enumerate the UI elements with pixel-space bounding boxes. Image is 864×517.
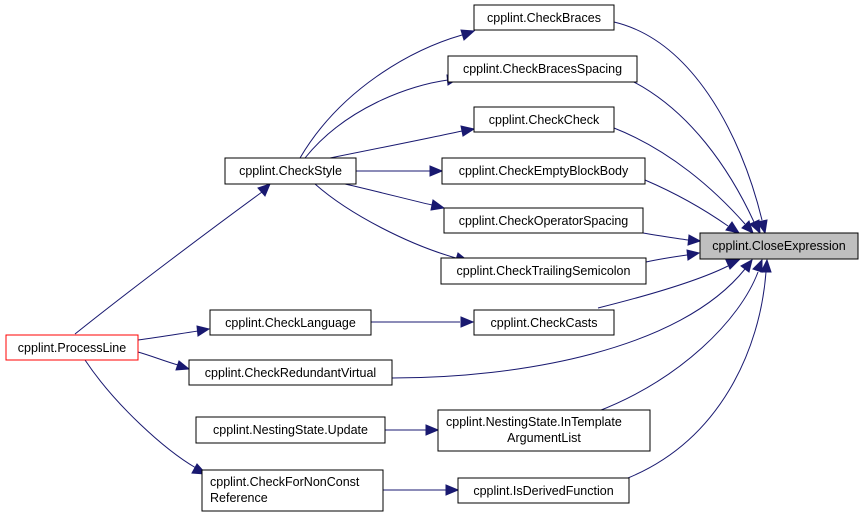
node-label: cpplint.CheckCheck [489,113,600,127]
node-check-style[interactable]: cpplint.CheckStyle [224,157,357,185]
edge-arrow [460,125,476,137]
node-label: cpplint.CloseExpression [712,239,845,253]
node-label: cpplint.CheckBracesSpacing [463,62,622,76]
edge-intemplate-closeexpression [595,271,759,413]
node-label-line1: cpplint.CheckForNonConst [210,475,360,489]
edge-checkstyle-checkcheck [329,130,463,159]
node-label: cpplint.CheckBraces [487,11,601,25]
edge-checkstyle-checkbraces [299,34,463,159]
node-label-line2: Reference [210,491,268,505]
node-check-trailing-semicolon[interactable]: cpplint.CheckTrailingSemicolon [440,257,647,285]
node-label: cpplint.NestingState.Update [213,423,368,437]
edge-arrow [760,258,772,273]
node-label: cpplint.IsDerivedFunction [473,484,613,498]
node-check-casts[interactable]: cpplint.CheckCasts [473,309,615,336]
node-label: cpplint.CheckCasts [491,316,598,330]
node-label: cpplint.CheckTrailingSemicolon [457,264,631,278]
edge-arrow [752,258,763,273]
node-close-expression[interactable]: cpplint.CloseExpression [699,232,859,260]
edge-checkstyle-checktrailingsemicolon [314,183,457,259]
node-in-template-argument-list[interactable]: cpplint.NestingState.InTemplate Argument… [437,409,651,452]
edge-arrow [257,183,271,197]
edge-arrow [196,325,211,337]
edge-checkbracesspacing-closeexpression [629,79,755,223]
node-check-language[interactable]: cpplint.CheckLanguage [209,309,372,336]
edge-arrow [445,484,460,496]
node-label: cpplint.CheckEmptyBlockBody [459,164,629,178]
edge-checkcheck-closeexpression [613,127,746,225]
edge-checkstyle-checkbracesspacing [304,79,449,159]
node-label: cpplint.CheckRedundantVirtual [205,366,376,380]
edge-arrow [429,165,444,177]
edge-processline-checklanguage [137,330,199,341]
node-label-line1: cpplint.NestingState.InTemplate [446,415,622,429]
edges [74,21,772,496]
edge-arrow [687,234,702,246]
edge-arrow [430,199,446,211]
edge-arrow [460,316,475,328]
edge-checkemptyblockbody-closeexpression [644,179,729,227]
node-is-derived-function[interactable]: cpplint.IsDerivedFunction [457,477,630,504]
node-check-operator-spacing[interactable]: cpplint.CheckOperatorSpacing [443,207,644,234]
edge-checkredundantvirtual-closeexpression [391,268,746,379]
edge-arrow [740,259,753,273]
edge-processline-checknonconst [84,359,197,469]
node-check-check[interactable]: cpplint.CheckCheck [473,106,615,133]
node-label-line2: ArgumentList [507,431,581,445]
edge-checkcasts-closeexpression [597,265,729,309]
edge-arrow [749,219,761,235]
node-label: cpplint.CheckLanguage [225,316,356,330]
edge-checkoperatorspacing-closeexpression [642,232,689,241]
edge-arrow [686,249,701,261]
edge-isderived-closeexpression [627,271,767,479]
node-check-braces-spacing[interactable]: cpplint.CheckBracesSpacing [447,55,638,83]
node-label: cpplint.ProcessLine [18,341,126,355]
edge-arrow [741,220,754,234]
edge-arrow [725,221,741,234]
edge-processline-checkstyle [74,191,263,335]
edge-arrow [175,360,191,371]
node-check-braces[interactable]: cpplint.CheckBraces [473,4,615,31]
edge-processline-checkredundantvirtual [137,351,179,366]
node-check-empty-block-body[interactable]: cpplint.CheckEmptyBlockBody [441,157,646,185]
node-nesting-state-update[interactable]: cpplint.NestingState.Update [195,416,386,444]
edge-checkbraces-closeexpression [613,21,763,221]
edge-arrow [460,29,476,41]
edge-checktrailingsemicolon-closeexpression [645,254,688,263]
edge-checkstyle-checkoperatorspacing [344,183,433,206]
edge-arrow [725,259,741,270]
node-process-line[interactable]: cpplint.ProcessLine [5,334,139,361]
node-label: cpplint.CheckStyle [239,164,342,178]
node-check-for-non-const-reference[interactable]: cpplint.CheckForNonConst Reference [201,469,384,512]
node-check-redundant-virtual[interactable]: cpplint.CheckRedundantVirtual [188,359,393,386]
node-label: cpplint.CheckOperatorSpacing [459,214,629,228]
edge-arrow [425,424,440,436]
